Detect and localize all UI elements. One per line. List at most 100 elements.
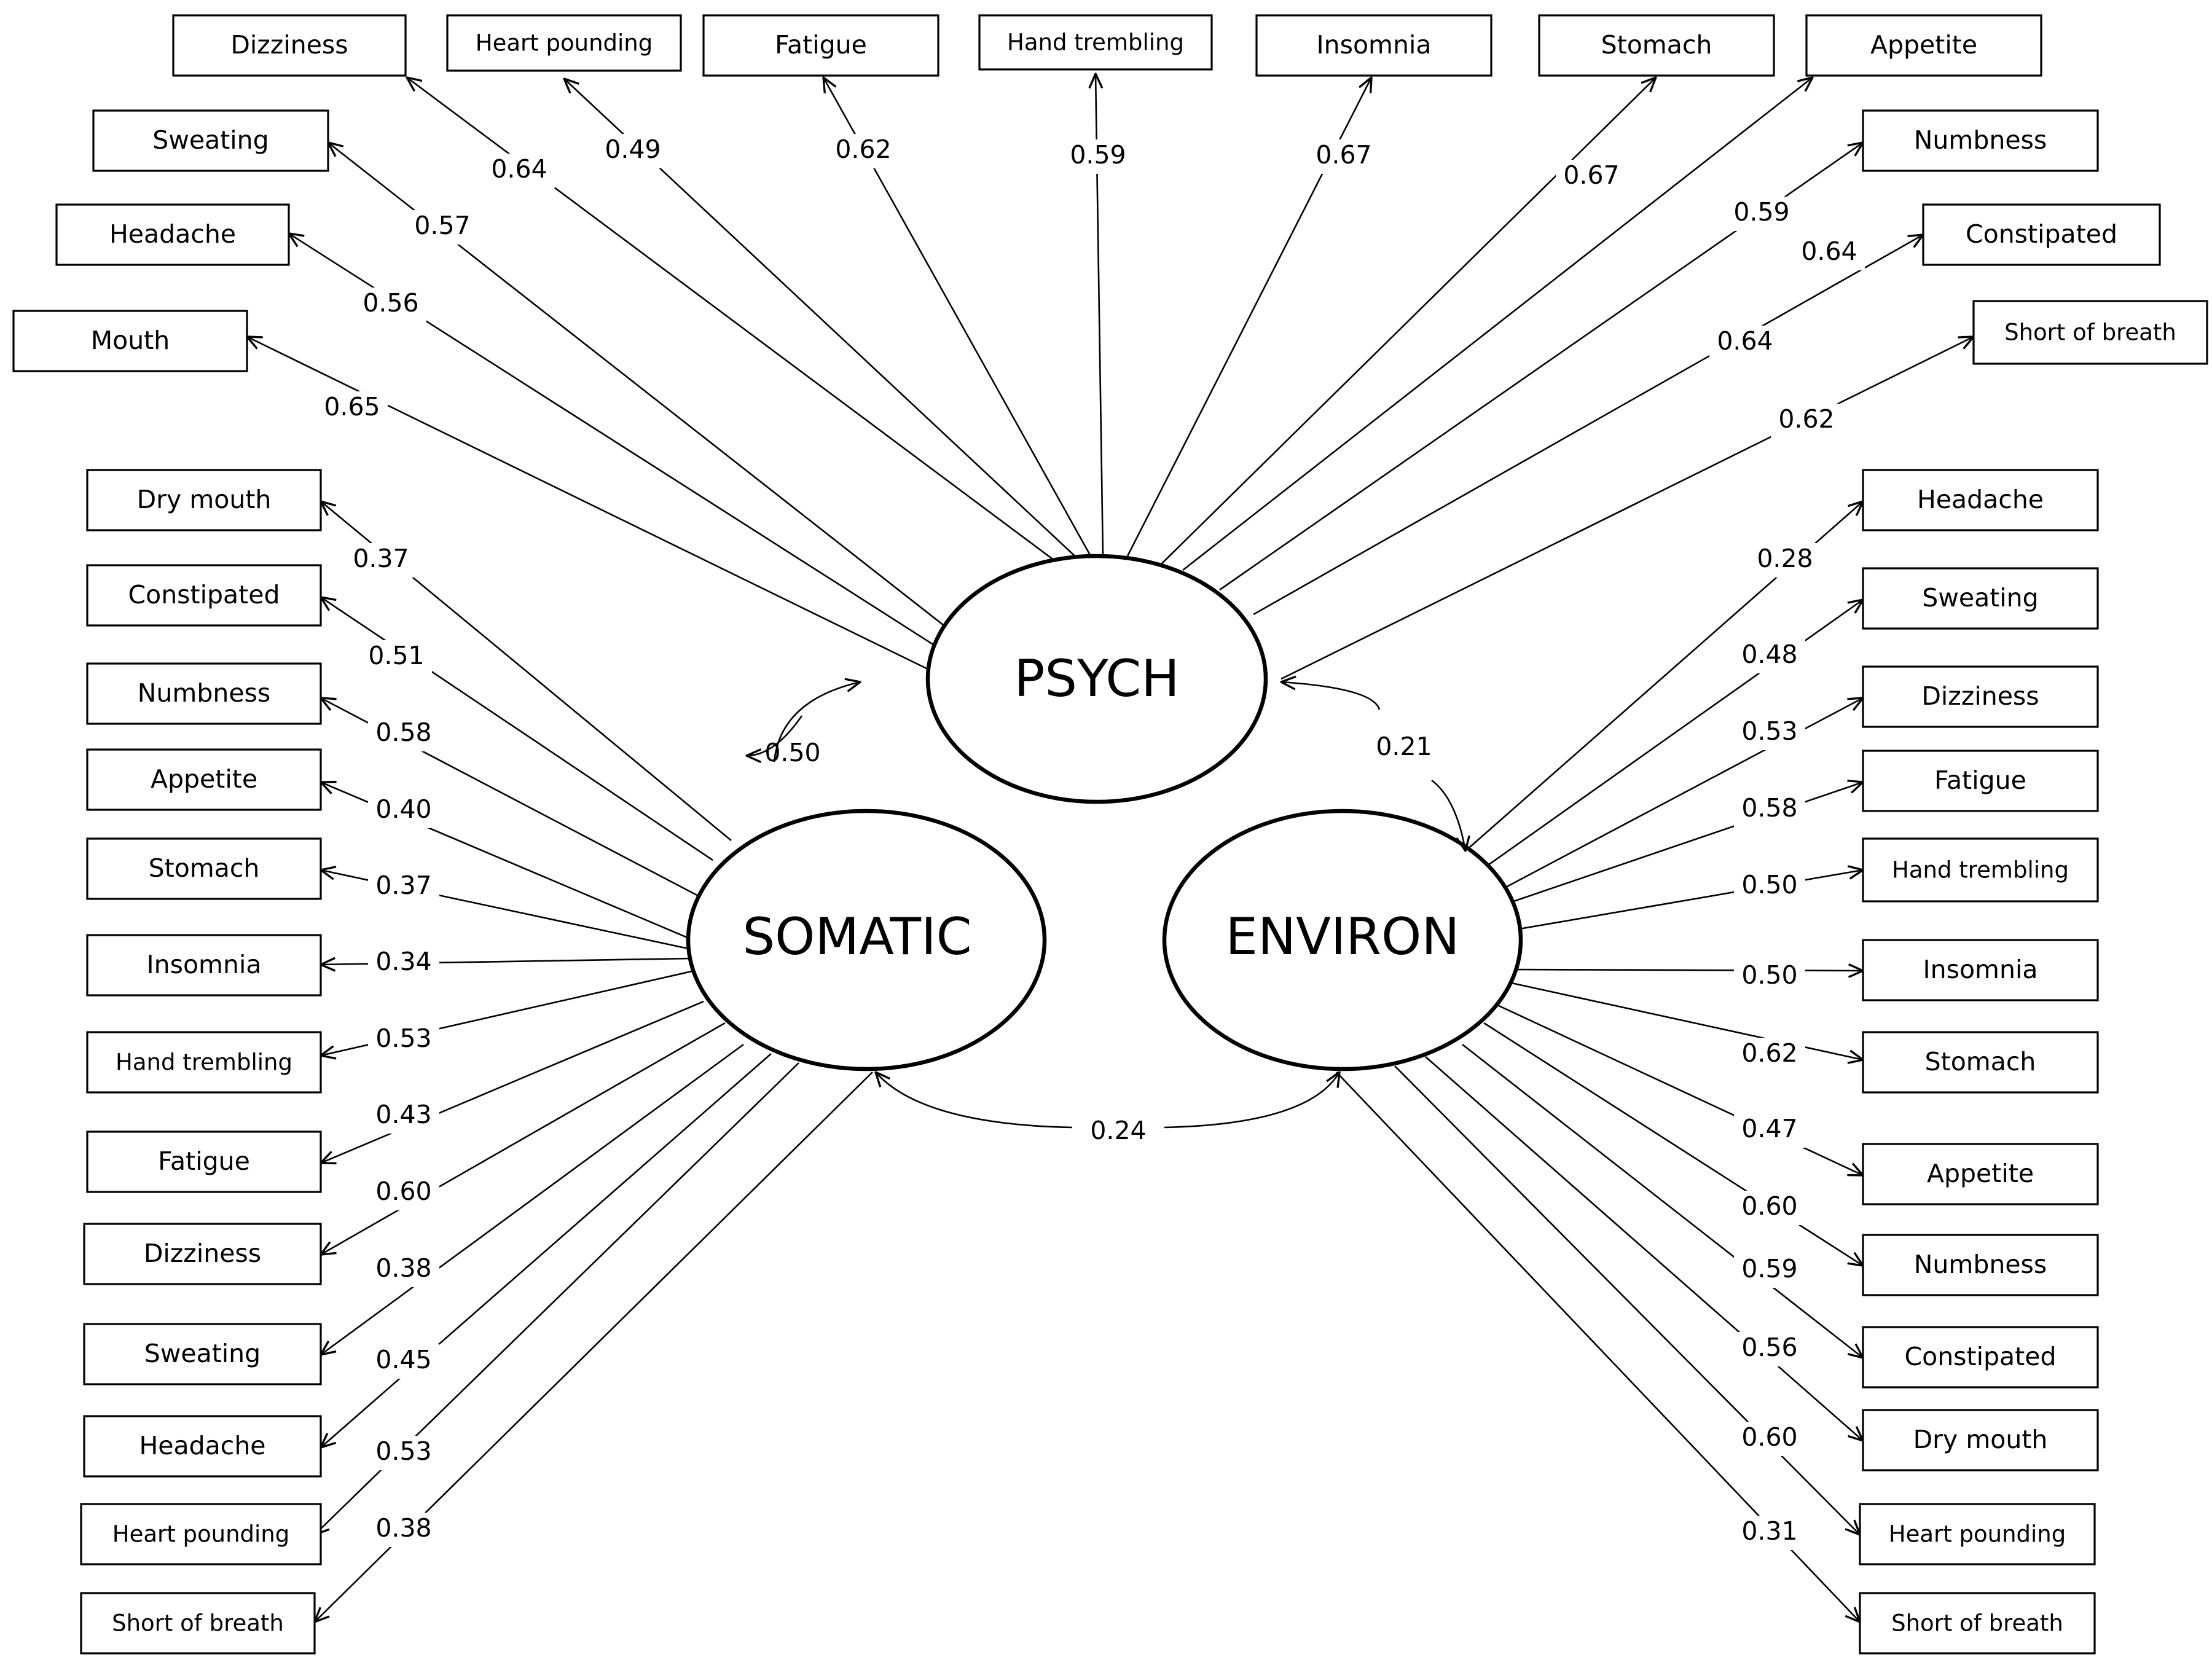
environ-item-3-dizziness-coef: 0.53: [1741, 716, 1797, 746]
somatic-item-11-headache-coef-bg: [368, 1344, 439, 1379]
environ-item-13-short-of-breath-box: [1859, 1592, 2096, 1655]
environ-item-1-headache-box: [1862, 469, 2099, 531]
somatic-item-3-numbness-label: Numbness: [138, 678, 271, 708]
somatic-item-12-heart-pounding-coef-bg: [368, 1436, 439, 1470]
somatic-item-10-sweating-coef-bg: [368, 1253, 439, 1287]
psych-item-1-mouth-box: [12, 310, 248, 372]
environ-item-13-short-of-breath-coef: 0.31: [1741, 1516, 1797, 1546]
psych-item-10-appetite-path-arrow: [1182, 77, 1813, 571]
environ-item-1-headache-coef-bg: [1749, 543, 1821, 578]
psych-item-2-headache-coef-bg: [355, 288, 426, 322]
somatic-item-7-hand-trembling-label: Hand trembling: [116, 1049, 292, 1076]
somatic-item-11-headache-coef: 0.45: [375, 1345, 431, 1374]
psych-latent: [925, 554, 1268, 804]
psych-item-12-constipated-box: [1922, 203, 2161, 266]
psych-item-12-constipated-label: Constipated: [1966, 219, 2117, 249]
psych-item-11-numbness-coef: 0.64: [1801, 237, 1857, 266]
somatic-item-5-stomach-box: [86, 837, 322, 900]
environ-item-7-stomach-path-arrow: [1511, 982, 1863, 1060]
somatic-item-8-fatigue-label: Fatigue: [158, 1146, 250, 1176]
cov-arrow-psych-somatic-b: [773, 682, 860, 762]
somatic-item-3-numbness-box: [86, 662, 322, 725]
psych-latent-label: PSYCH: [1014, 649, 1179, 708]
psych-item-7-hand-trembling-box: [978, 14, 1213, 71]
environ-item-4-fatigue-coef: 0.58: [1741, 793, 1797, 823]
psych-item-12-constipated-coef-bg: [1709, 326, 1781, 360]
psych-item-8-insomnia-label: Insomnia: [1317, 30, 1432, 60]
environ-item-8-appetite-path-arrow: [1496, 1003, 1863, 1175]
somatic-item-6-insomnia-box: [86, 934, 322, 997]
somatic-item-2-constipated-label: Constipated: [128, 580, 280, 609]
somatic-item-9-dizziness-box: [83, 1223, 322, 1285]
environ-item-10-constipated-box: [1862, 1326, 2099, 1389]
environ-item-10-constipated-label: Constipated: [1904, 1342, 2056, 1371]
somatic-item-4-appetite-coef: 0.40: [375, 794, 431, 824]
environ-item-3-dizziness-box: [1862, 665, 2099, 728]
psych-item-1-mouth-coef-bg: [316, 391, 388, 426]
psych-item-6-fatigue-coef: 0.62: [835, 135, 891, 164]
psych-item-3-sweating-coef: 0.57: [414, 211, 470, 240]
somatic-item-12-heart-pounding-label: Heart pounding: [112, 1521, 289, 1548]
somatic-item-12-heart-pounding-coef: 0.53: [375, 1436, 431, 1466]
somatic-item-8-fatigue-coef-bg: [368, 1099, 439, 1134]
somatic-item-13-short-of-breath-label: Short of breath: [112, 1610, 284, 1637]
environ-latent: [1162, 809, 1523, 1071]
psych-item-9-stomach-path-arrow: [1161, 77, 1656, 565]
psych-item-2-headache-label: Headache: [109, 219, 236, 249]
somatic-latent-label: SOMATIC: [742, 907, 971, 966]
environ-item-8-appetite-coef: 0.47: [1741, 1114, 1797, 1143]
psych-item-1-mouth-label: Mouth: [91, 326, 170, 355]
psych-item-3-sweating-coef-bg: [407, 210, 478, 245]
environ-item-5-hand-trembling-box: [1862, 837, 2099, 903]
environ-item-13-short-of-breath-coef-bg: [1734, 1516, 1805, 1550]
somatic-item-9-dizziness-coef-bg: [368, 1176, 439, 1210]
environ-item-11-dry-mouth-box: [1862, 1409, 2099, 1471]
environ-item-2-sweating-coef: 0.48: [1741, 640, 1797, 669]
psych-item-5-heart-pounding-label: Heart pounding: [476, 30, 653, 57]
somatic-item-1-dry-mouth-box: [86, 469, 322, 531]
psych-item-8-insomnia-coef-bg: [1308, 139, 1379, 174]
psych-item-12-constipated-coef: 0.64: [1717, 326, 1773, 356]
psych-item-11-numbness-label: Numbness: [1914, 125, 2047, 155]
psych-item-11-numbness-coef-bg: [1794, 236, 1865, 270]
somatic-item-8-fatigue-box: [86, 1130, 322, 1193]
environ-item-5-hand-trembling-coef: 0.50: [1741, 870, 1797, 899]
psych-item-6-fatigue-label: Fatigue: [775, 30, 867, 60]
somatic-item-10-sweating-coef: 0.38: [375, 1253, 431, 1283]
somatic-item-6-insomnia-coef: 0.34: [375, 947, 431, 976]
cov-arrow-somatic-environ-a: [876, 1072, 1073, 1129]
environ-item-12-heart-pounding-box: [1859, 1503, 2096, 1565]
somatic-item-1-dry-mouth-coef-bg: [345, 543, 417, 578]
somatic-item-4-appetite-coef-bg: [368, 794, 439, 828]
psych-item-13-short-of-breath-label: Short of breath: [2004, 319, 2176, 346]
environ-item-12-heart-pounding-coef-bg: [1734, 1422, 1805, 1456]
somatic-item-7-hand-trembling-coef-bg: [368, 1023, 439, 1057]
environ-item-13-short-of-breath-label: Short of breath: [1891, 1610, 2063, 1637]
environ-item-10-constipated-coef: 0.59: [1741, 1254, 1797, 1283]
psych-item-3-sweating-label: Sweating: [152, 125, 269, 155]
psych-item-2-headache-coef: 0.56: [363, 288, 418, 318]
psych-item-9-stomach-coef-bg: [1556, 160, 1627, 194]
psych-item-13-short-of-breath-coef-bg: [1771, 404, 1842, 438]
somatic-item-8-fatigue-coef: 0.43: [375, 1100, 431, 1129]
environ-item-5-hand-trembling-coef-bg: [1734, 869, 1805, 904]
cov-label-somatic-environ: 0.24: [1090, 1116, 1146, 1145]
somatic-item-11-headache-box: [83, 1415, 322, 1478]
somatic-item-6-insomnia-label: Insomnia: [147, 950, 262, 979]
environ-item-8-appetite-box: [1862, 1143, 2099, 1205]
somatic-latent: [686, 809, 1047, 1071]
environ-item-9-numbness-coef: 0.60: [1741, 1191, 1797, 1221]
environ-item-2-sweating-coef-bg: [1734, 639, 1805, 673]
environ-item-8-appetite-label: Appetite: [1927, 1159, 2034, 1188]
psych-item-1-mouth-path-arrow: [247, 337, 930, 671]
environ-item-9-numbness-coef-bg: [1734, 1191, 1805, 1225]
psych-item-7-hand-trembling-label: Hand trembling: [1007, 29, 1184, 56]
environ-latent-label: ENVIRON: [1226, 907, 1460, 966]
somatic-item-9-dizziness-path-arrow: [321, 1022, 726, 1255]
environ-item-7-stomach-label: Stomach: [1925, 1047, 2036, 1076]
psych-item-12-constipated-path-arrow: [1253, 235, 1923, 616]
psych-item-13-short-of-breath-coef: 0.62: [1778, 404, 1834, 434]
environ-item-9-numbness-label: Numbness: [1914, 1250, 2047, 1279]
somatic-item-1-dry-mouth-label: Dry mouth: [137, 485, 272, 514]
